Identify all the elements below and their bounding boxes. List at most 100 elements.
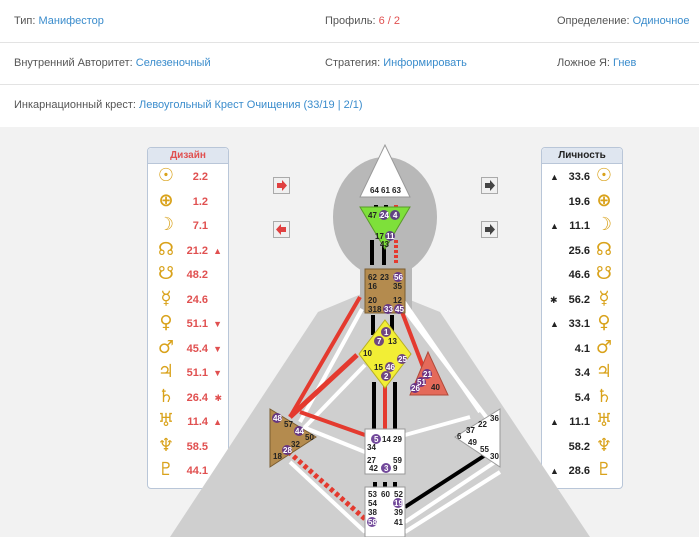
gate-number: 53 bbox=[368, 490, 377, 499]
fixing-mark: ▲ bbox=[213, 245, 222, 256]
gate-line-value: 33.6 bbox=[568, 171, 590, 183]
personality-row: ♀ 33.1 ▲ bbox=[542, 312, 622, 336]
body-silhouette bbox=[170, 287, 590, 537]
gate-highlight bbox=[294, 426, 304, 436]
gate-highlight bbox=[422, 369, 432, 379]
personality-panel: Личность ☉33.6▲⊕19.6☽11.1▲☊25.6☋46.6☿56.… bbox=[541, 147, 623, 489]
fixing-mark: ▼ bbox=[213, 368, 222, 378]
gate-number: 39 bbox=[394, 508, 403, 517]
personality-row: ♂4.1 bbox=[542, 337, 622, 361]
channel-line bbox=[400, 311, 427, 373]
planet-icon: ☽ bbox=[595, 214, 613, 235]
planet-icon: ♅ bbox=[595, 410, 613, 431]
gate-number: 9 bbox=[393, 464, 398, 473]
notself-label: Ложное Я: bbox=[557, 57, 610, 69]
planet-icon: ☿ bbox=[160, 287, 172, 309]
info-row-2: Внутренний Авторитет: Селезеночный Страт… bbox=[0, 42, 699, 85]
planet-icon: ☋ bbox=[596, 263, 612, 284]
type-link[interactable]: Манифестор bbox=[38, 15, 104, 27]
g-center[interactable] bbox=[358, 319, 412, 389]
planet-icon: ☉ bbox=[595, 165, 613, 186]
gate-number: 35 bbox=[393, 282, 402, 291]
root-center[interactable] bbox=[364, 486, 406, 537]
info-row-1: Тип: Манифестор Профиль: 6 / 2 Определен… bbox=[0, 0, 699, 43]
planet-icon: ☽ bbox=[157, 214, 175, 235]
planet-icon: ♇ bbox=[157, 459, 175, 480]
authority-link[interactable]: Селезеночный bbox=[135, 57, 211, 69]
personality-arrow-bottom-button[interactable] bbox=[481, 221, 498, 238]
authority-label: Внутренний Авторитет: bbox=[14, 57, 133, 69]
planet-icon: ♆ bbox=[157, 434, 175, 456]
personality-row: ☉ 33.6 ▲ bbox=[542, 165, 622, 189]
head-center[interactable] bbox=[359, 143, 411, 198]
gate-number: 57 bbox=[284, 420, 293, 429]
gate-highlight bbox=[410, 383, 420, 393]
design-row: ☉2.2 bbox=[148, 165, 228, 189]
channel-line bbox=[288, 460, 367, 534]
gate-number: 15 bbox=[374, 363, 383, 372]
type-field: Тип: Манифестор bbox=[14, 15, 104, 27]
gate-line-value: 33.1 bbox=[568, 318, 590, 330]
gate-number: 37 bbox=[466, 426, 475, 435]
design-row: ♄26.4✱ bbox=[148, 386, 228, 410]
gate-line-value: 21.2 bbox=[186, 244, 208, 257]
gate-number: 60 bbox=[381, 490, 390, 499]
gate-number: 42 bbox=[369, 464, 378, 473]
gate-number: 25 bbox=[398, 355, 407, 364]
gate-highlight bbox=[371, 434, 381, 444]
bodygraph-area: Дизайн ☉2.2⊕1.2☽7.1☊21.2▲☋48.2☿24.6♀51.1… bbox=[0, 127, 699, 537]
gate-number: 8 bbox=[377, 305, 382, 314]
gate-highlight-labels: 24 4 11 56 33 45 1 7 25 46 2 21 51 26 48… bbox=[273, 211, 432, 527]
cross-field: Инкарнационный крест: Левоугольный Крест… bbox=[14, 99, 363, 111]
gate-number: 24 bbox=[380, 211, 389, 220]
gate-number: 49 bbox=[468, 438, 477, 447]
gate-number: 11 bbox=[386, 232, 395, 241]
fixing-mark: ▲ bbox=[550, 221, 559, 231]
planet-icon: ☊ bbox=[158, 238, 174, 260]
fixing-mark: ▲ bbox=[550, 172, 559, 182]
design-arrow-top-button[interactable] bbox=[273, 177, 290, 194]
planet-icon: ♆ bbox=[595, 434, 613, 456]
planet-icon: ♂ bbox=[595, 336, 613, 358]
gate-number: 4 bbox=[393, 211, 398, 220]
cross-link[interactable]: Левоугольный Крест Очищения (33/19 | 2/1… bbox=[139, 99, 363, 111]
gate-highlight bbox=[381, 463, 391, 473]
gate-number: 55 bbox=[480, 445, 489, 454]
gate-line-value: 1.2 bbox=[192, 195, 208, 208]
design-row: ♂45.4▼ bbox=[148, 337, 228, 361]
design-row: ⊕ 1.2 bbox=[148, 190, 228, 214]
planet-icon: ⊕ bbox=[596, 189, 612, 211]
gate-number: 59 bbox=[393, 456, 402, 465]
solar-plexus-center[interactable] bbox=[454, 408, 501, 468]
gate-number: 54 bbox=[368, 499, 377, 508]
fixing-mark: ▲ bbox=[550, 319, 559, 329]
gate-number: 63 bbox=[392, 186, 401, 195]
definition-link[interactable]: Одиночное bbox=[632, 15, 690, 27]
planet-icon: ☉ bbox=[157, 165, 175, 186]
design-arrow-bottom-button[interactable] bbox=[273, 221, 290, 238]
planet-icon: ⊕ bbox=[158, 189, 174, 211]
planet-icon: ♀ bbox=[597, 312, 611, 333]
design-panel: Дизайн ☉2.2⊕1.2☽7.1☊21.2▲☋48.2☿24.6♀51.1… bbox=[147, 147, 229, 489]
personality-arrow-top-button[interactable] bbox=[481, 177, 498, 194]
gate-highlight bbox=[390, 210, 400, 220]
spleen-center[interactable] bbox=[269, 408, 317, 468]
notself-link[interactable]: Гнев bbox=[613, 57, 637, 69]
gate-line-value: 28.6 bbox=[568, 465, 590, 477]
gate-highlight bbox=[397, 354, 407, 364]
channel-line bbox=[402, 307, 492, 424]
strategy-link[interactable]: Информировать bbox=[383, 57, 467, 69]
channel-line bbox=[298, 308, 364, 423]
gate-number: 47 bbox=[368, 211, 377, 220]
channel-line bbox=[404, 415, 471, 437]
definition-field: Определение: Одиночное bbox=[557, 15, 690, 27]
design-row: ☊ 21.2 ▲ bbox=[148, 239, 228, 263]
gate-number: 31 bbox=[368, 305, 377, 314]
gate-line-value: 24.6 bbox=[186, 293, 208, 306]
gate-line-value: 19.6 bbox=[568, 195, 590, 208]
gate-number: 29 bbox=[393, 435, 402, 444]
strategy-label: Стратегия: bbox=[325, 57, 381, 69]
info-panel: Тип: Манифестор Профиль: 6 / 2 Определен… bbox=[0, 0, 699, 127]
gate-highlight bbox=[381, 371, 391, 381]
fixing-mark: ▲ bbox=[213, 417, 222, 427]
